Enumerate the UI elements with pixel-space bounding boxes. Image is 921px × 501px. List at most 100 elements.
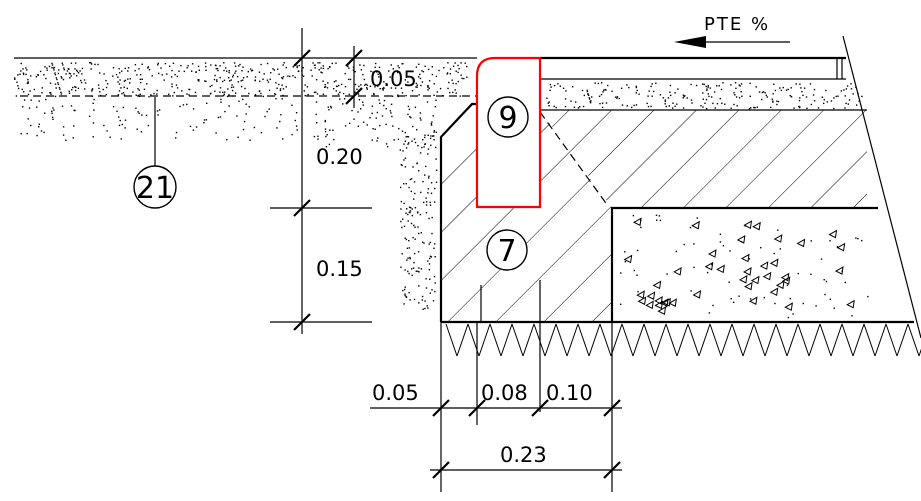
stipple-dot <box>49 82 52 84</box>
stipple-dot <box>121 92 123 95</box>
stipple-dot <box>388 70 390 72</box>
stipple-dot <box>369 85 372 87</box>
stipple-dot <box>670 94 672 97</box>
stipple-dot <box>632 214 635 217</box>
stipple-dot <box>319 62 321 64</box>
stipple-dot <box>220 98 222 101</box>
stipple-dot <box>403 143 405 145</box>
stipple-dot <box>354 70 356 73</box>
stipple-dot <box>408 240 410 242</box>
stipple-dot <box>197 79 199 81</box>
stipple-dot <box>322 80 324 82</box>
stipple-dot <box>358 99 361 101</box>
stipple-dot <box>115 73 118 76</box>
stipple-dot <box>245 103 247 105</box>
stipple-dot <box>655 82 657 84</box>
stipple-dot <box>400 186 402 189</box>
stipple-dot <box>823 102 825 105</box>
stipple-dot <box>295 112 298 114</box>
stipple-dot <box>549 89 551 92</box>
stipple-dot <box>116 110 118 112</box>
stipple-dot <box>65 73 67 75</box>
tick-h-b <box>468 399 486 417</box>
stipple-dot <box>354 83 357 86</box>
stipple-dot <box>429 292 431 294</box>
stipple-dot <box>577 107 580 109</box>
stipple-dot <box>408 142 410 144</box>
stipple-dot <box>33 88 36 91</box>
stipple-dot <box>204 62 207 64</box>
stipple-dot <box>423 242 425 244</box>
stipple-dot <box>419 112 422 114</box>
stipple-dot <box>103 124 105 127</box>
stipple-dot <box>436 91 438 93</box>
stipple-dot <box>273 69 275 71</box>
stipple-dot <box>414 141 417 144</box>
stipple-dot <box>424 136 426 139</box>
stipple-dot <box>418 267 420 269</box>
stipple-dot <box>705 85 707 88</box>
stipple-dot <box>704 102 706 104</box>
stipple-dot <box>604 88 606 91</box>
stipple-dot <box>412 236 414 239</box>
stipple-dot <box>342 103 344 105</box>
stipple-dot <box>70 62 73 64</box>
stipple-dot <box>127 70 129 72</box>
stipple-dot <box>61 62 63 64</box>
stipple-dot <box>171 85 173 88</box>
stipple-dot <box>160 67 162 69</box>
stipple-dot <box>105 93 108 96</box>
stipple-dot <box>383 99 386 102</box>
stipple-dot <box>675 250 677 253</box>
stipple-dot <box>655 214 658 216</box>
stipple-dot <box>174 73 176 76</box>
stipple-dot <box>222 80 224 83</box>
stipple-dot <box>136 128 138 130</box>
stipple-dot <box>589 102 592 104</box>
stipple-dot <box>206 102 208 104</box>
stipple-dot <box>348 93 350 96</box>
stipple-dot <box>447 62 449 64</box>
stipple-dot <box>732 301 735 303</box>
stipple-dot <box>209 85 211 88</box>
stipple-dot <box>362 101 364 103</box>
stipple-dot <box>260 131 263 134</box>
stipple-dot <box>452 65 455 67</box>
stipple-dot <box>403 288 406 291</box>
stipple-dot <box>583 94 585 97</box>
stipple-dot <box>404 79 406 81</box>
stipple-dot <box>77 72 80 74</box>
stipple-dot <box>226 70 228 72</box>
stipple-dot <box>26 69 28 71</box>
soil-hatch-line <box>863 323 876 357</box>
stipple-dot <box>23 91 25 93</box>
soil-hatch-line <box>456 323 469 357</box>
stipple-dot <box>124 119 127 121</box>
stipple-dot <box>405 94 407 97</box>
stipple-dot <box>407 105 410 108</box>
stipple-dot <box>427 153 429 155</box>
stipple-dot <box>398 71 401 73</box>
stipple-dot <box>833 107 835 110</box>
stipple-dot <box>186 93 188 95</box>
stipple-dot <box>394 87 397 89</box>
stipple-dot <box>454 89 456 91</box>
stipple-dot <box>411 214 414 217</box>
stipple-dot <box>228 70 230 72</box>
stipple-dot <box>69 73 72 75</box>
stipple-dot <box>711 96 713 98</box>
stipple-dot <box>624 261 627 263</box>
stipple-dot <box>428 87 430 89</box>
stipple-dot <box>414 238 416 240</box>
stipple-dot <box>272 68 274 70</box>
stipple-dot <box>418 271 420 273</box>
stipple-dot <box>316 93 319 95</box>
soil-hatch-line <box>709 323 722 357</box>
dim-base-depth: 0.15 <box>316 257 363 281</box>
stipple-dot <box>457 64 459 67</box>
stipple-dot <box>147 67 149 69</box>
stipple-dot <box>646 102 648 105</box>
stipple-dot <box>383 104 385 107</box>
stipple-dot <box>139 78 142 80</box>
stipple-dot <box>708 312 711 314</box>
